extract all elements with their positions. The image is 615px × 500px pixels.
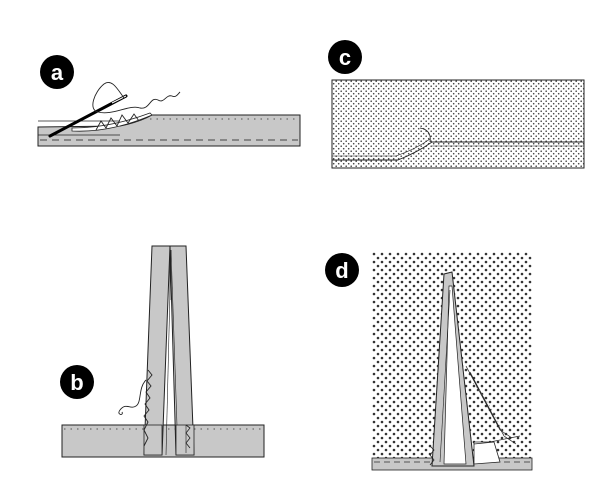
panel-a: a	[37, 55, 301, 147]
panel-b-leg-left	[143, 245, 171, 456]
thread-icon	[92, 82, 181, 114]
panel-b-badge: b	[60, 365, 94, 399]
panel-c-fabric	[331, 79, 585, 169]
panel-a-label: a	[51, 60, 64, 85]
panel-a-badge: a	[40, 55, 74, 89]
panel-c-label: c	[339, 45, 351, 70]
panel-d-label: d	[335, 258, 348, 283]
panel-b: b	[60, 245, 265, 458]
panel-d-badge: d	[325, 253, 359, 287]
panel-b-label: b	[70, 370, 83, 395]
panel-c-badge: c	[328, 40, 362, 74]
panel-b-leg-right	[169, 245, 195, 456]
panel-c: c	[328, 40, 585, 169]
thread-icon	[118, 379, 147, 415]
panel-d: d	[325, 252, 533, 471]
